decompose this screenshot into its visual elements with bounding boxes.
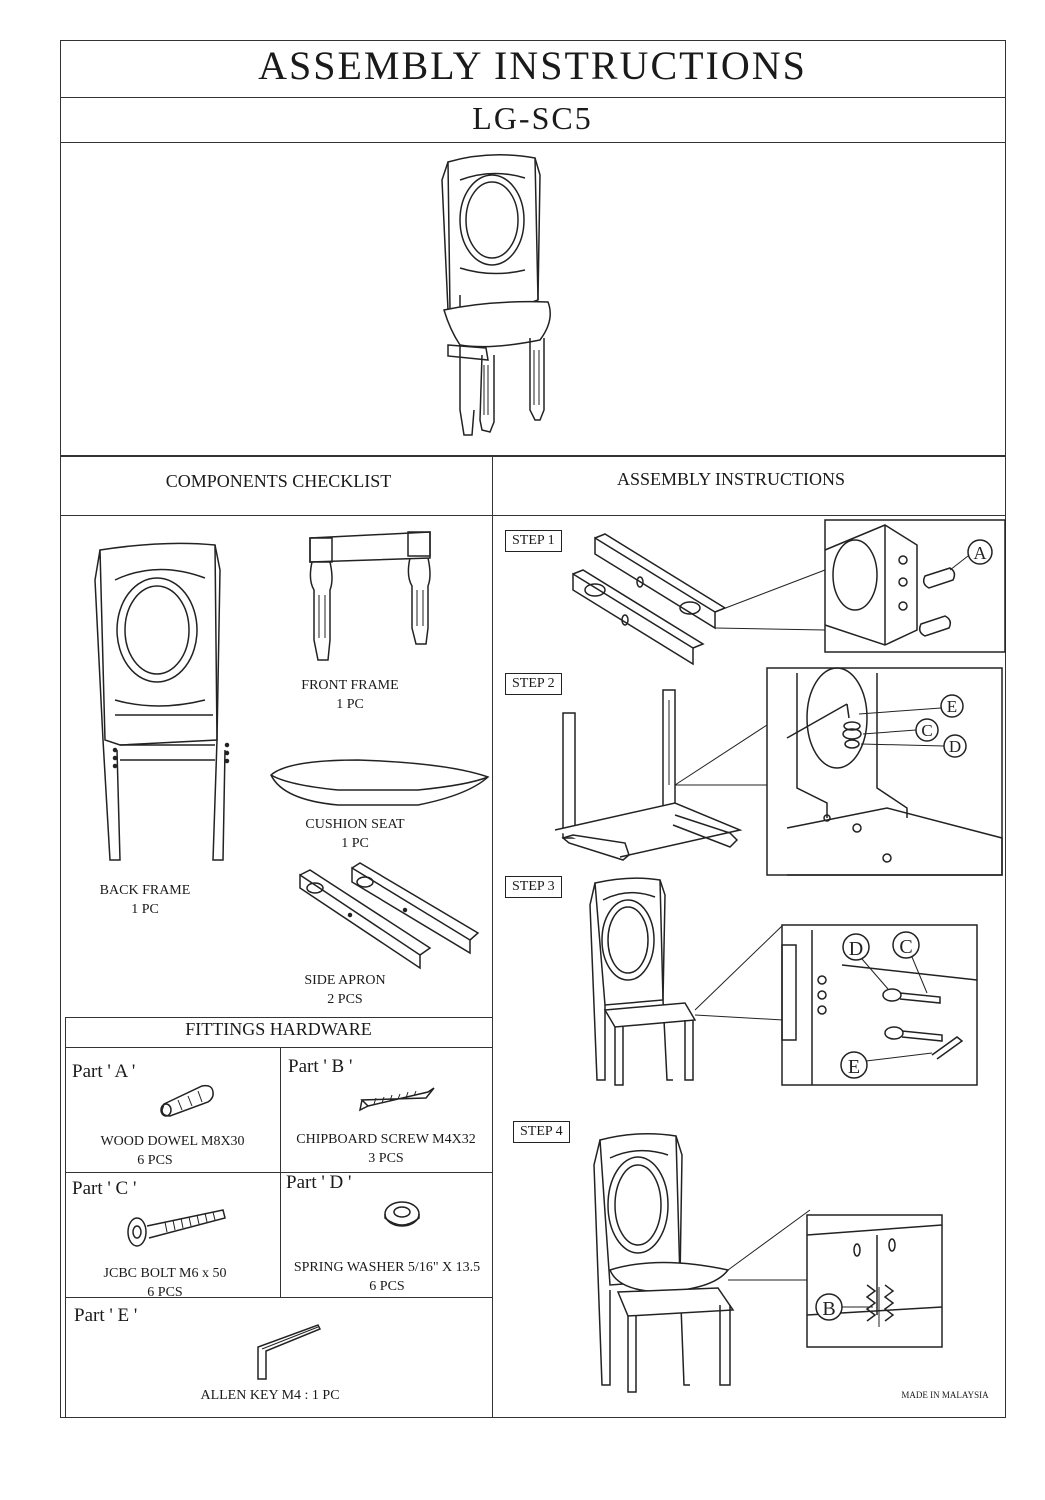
cushion-seat-qty: 1 PC xyxy=(341,836,369,851)
step-1-detail-inset: A xyxy=(824,519,1006,653)
cushion-seat-illustration xyxy=(270,759,490,806)
callout-e-2: E xyxy=(947,697,957,716)
back-frame-qty: 1 PC xyxy=(131,902,159,917)
chair-hero-illustration xyxy=(441,154,551,436)
part-a-label: Part ' A ' xyxy=(72,1061,136,1082)
part-a-name: WOOD DOWEL M8X30 xyxy=(100,1134,245,1149)
step-2-detail-inset: E C D xyxy=(766,667,1003,876)
callout-b: B xyxy=(822,1298,835,1320)
wood-dowel-icon xyxy=(160,1084,214,1117)
document-title: ASSEMBLY INSTRUCTIONS xyxy=(258,43,807,88)
step-1-illustration xyxy=(572,533,826,666)
hardware-heading: FITTINGS HARDWARE xyxy=(185,1019,372,1039)
part-e-name: ALLEN KEY M4 : 1 PC xyxy=(200,1388,340,1403)
model-number: LG-SC5 xyxy=(472,100,593,136)
back-frame-illustration xyxy=(94,542,230,861)
part-a-qty: 6 PCS xyxy=(137,1153,173,1168)
cushion-seat-label: CUSHION SEAT xyxy=(305,817,405,832)
step-4-illustration xyxy=(593,1133,811,1393)
side-apron-illustration xyxy=(299,862,480,970)
part-b-label: Part ' B ' xyxy=(288,1056,353,1077)
part-c-label: Part ' C ' xyxy=(72,1178,137,1199)
callout-d-3: D xyxy=(849,938,863,960)
part-b-name: CHIPBOARD SCREW M4X32 xyxy=(296,1132,476,1147)
part-d-qty: 6 PCS xyxy=(369,1279,405,1294)
step-3-detail-inset: D C E xyxy=(781,924,978,1086)
allen-key-icon xyxy=(257,1324,322,1380)
callout-c-2: C xyxy=(921,721,932,740)
callout-d-2: D xyxy=(949,737,961,756)
step-2-illustration xyxy=(554,689,768,861)
part-c-qty: 6 PCS xyxy=(147,1285,183,1300)
front-frame-label: FRONT FRAME xyxy=(301,678,399,693)
step-1-label: STEP 1 xyxy=(505,530,562,552)
front-frame-qty: 1 PC xyxy=(336,697,364,712)
part-b-qty: 3 PCS xyxy=(368,1151,404,1166)
step-2-label: STEP 2 xyxy=(505,673,562,695)
callout-e-3: E xyxy=(848,1056,860,1078)
checklist-heading: COMPONENTS CHECKLIST xyxy=(165,471,392,491)
side-apron-qty: 2 PCS xyxy=(327,992,363,1007)
side-apron-label: SIDE APRON xyxy=(304,973,386,988)
step-3-illustration xyxy=(589,877,784,1086)
front-frame-illustration xyxy=(309,531,431,661)
back-frame-label: BACK FRAME xyxy=(99,883,191,898)
spring-washer-icon xyxy=(384,1201,420,1227)
step-4-label: STEP 4 xyxy=(513,1121,570,1143)
part-d-name: SPRING WASHER 5/16" X 13.5 xyxy=(293,1260,481,1275)
part-e-label: Part ' E ' xyxy=(74,1305,138,1326)
callout-a: A xyxy=(974,543,987,563)
callout-c-3: C xyxy=(899,936,912,958)
step-4-detail-inset: B xyxy=(806,1214,943,1348)
assembly-heading: ASSEMBLY INSTRUCTIONS xyxy=(616,469,846,489)
step-3-label: STEP 3 xyxy=(505,876,562,898)
made-in-label: MADE IN MALAYSIA xyxy=(901,1390,989,1400)
part-d-label: Part ' D ' xyxy=(286,1172,352,1193)
chipboard-screw-icon xyxy=(358,1087,435,1112)
part-c-name: JCBC BOLT M6 x 50 xyxy=(103,1266,227,1281)
jcbc-bolt-icon xyxy=(127,1209,226,1247)
